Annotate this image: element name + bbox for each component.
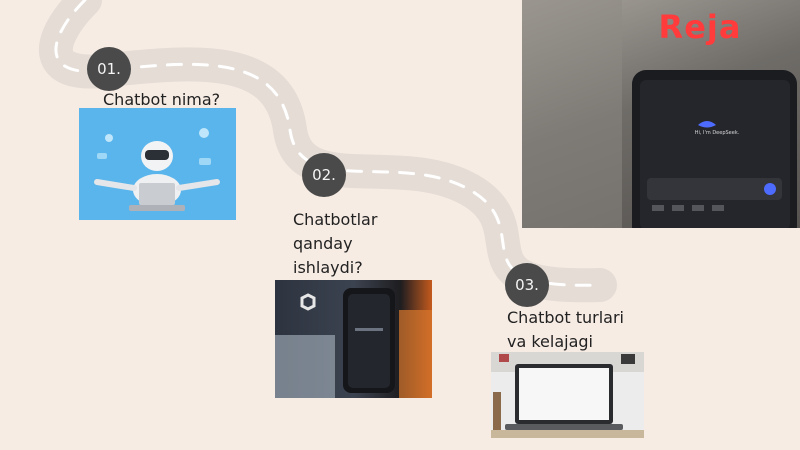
phone-icon: [522, 0, 797, 228]
step-2-image: [275, 280, 432, 398]
step-1-badge: 01.: [87, 47, 131, 91]
step-2-title: Chatbotlar qanday ishlaydi?: [293, 210, 378, 277]
laptop-icon: [491, 352, 644, 438]
step-3-badge: 03.: [505, 263, 549, 307]
step-3-image: [491, 352, 644, 438]
smartphone-icon: [275, 288, 432, 398]
robot-icon: [94, 128, 220, 211]
slide-title: Reja: [658, 8, 742, 46]
step-3-title: Chatbot turlari va kelajagi: [507, 308, 624, 351]
step-1-image: [79, 108, 236, 220]
hero-phone-text: Hi, I'm DeepSeek.: [694, 130, 740, 136]
step-2-badge: 02.: [302, 153, 346, 197]
hero-phone-photo: Hi, I'm DeepSeek.: [522, 0, 800, 228]
step-1-title: Chatbot nima?: [103, 90, 221, 109]
